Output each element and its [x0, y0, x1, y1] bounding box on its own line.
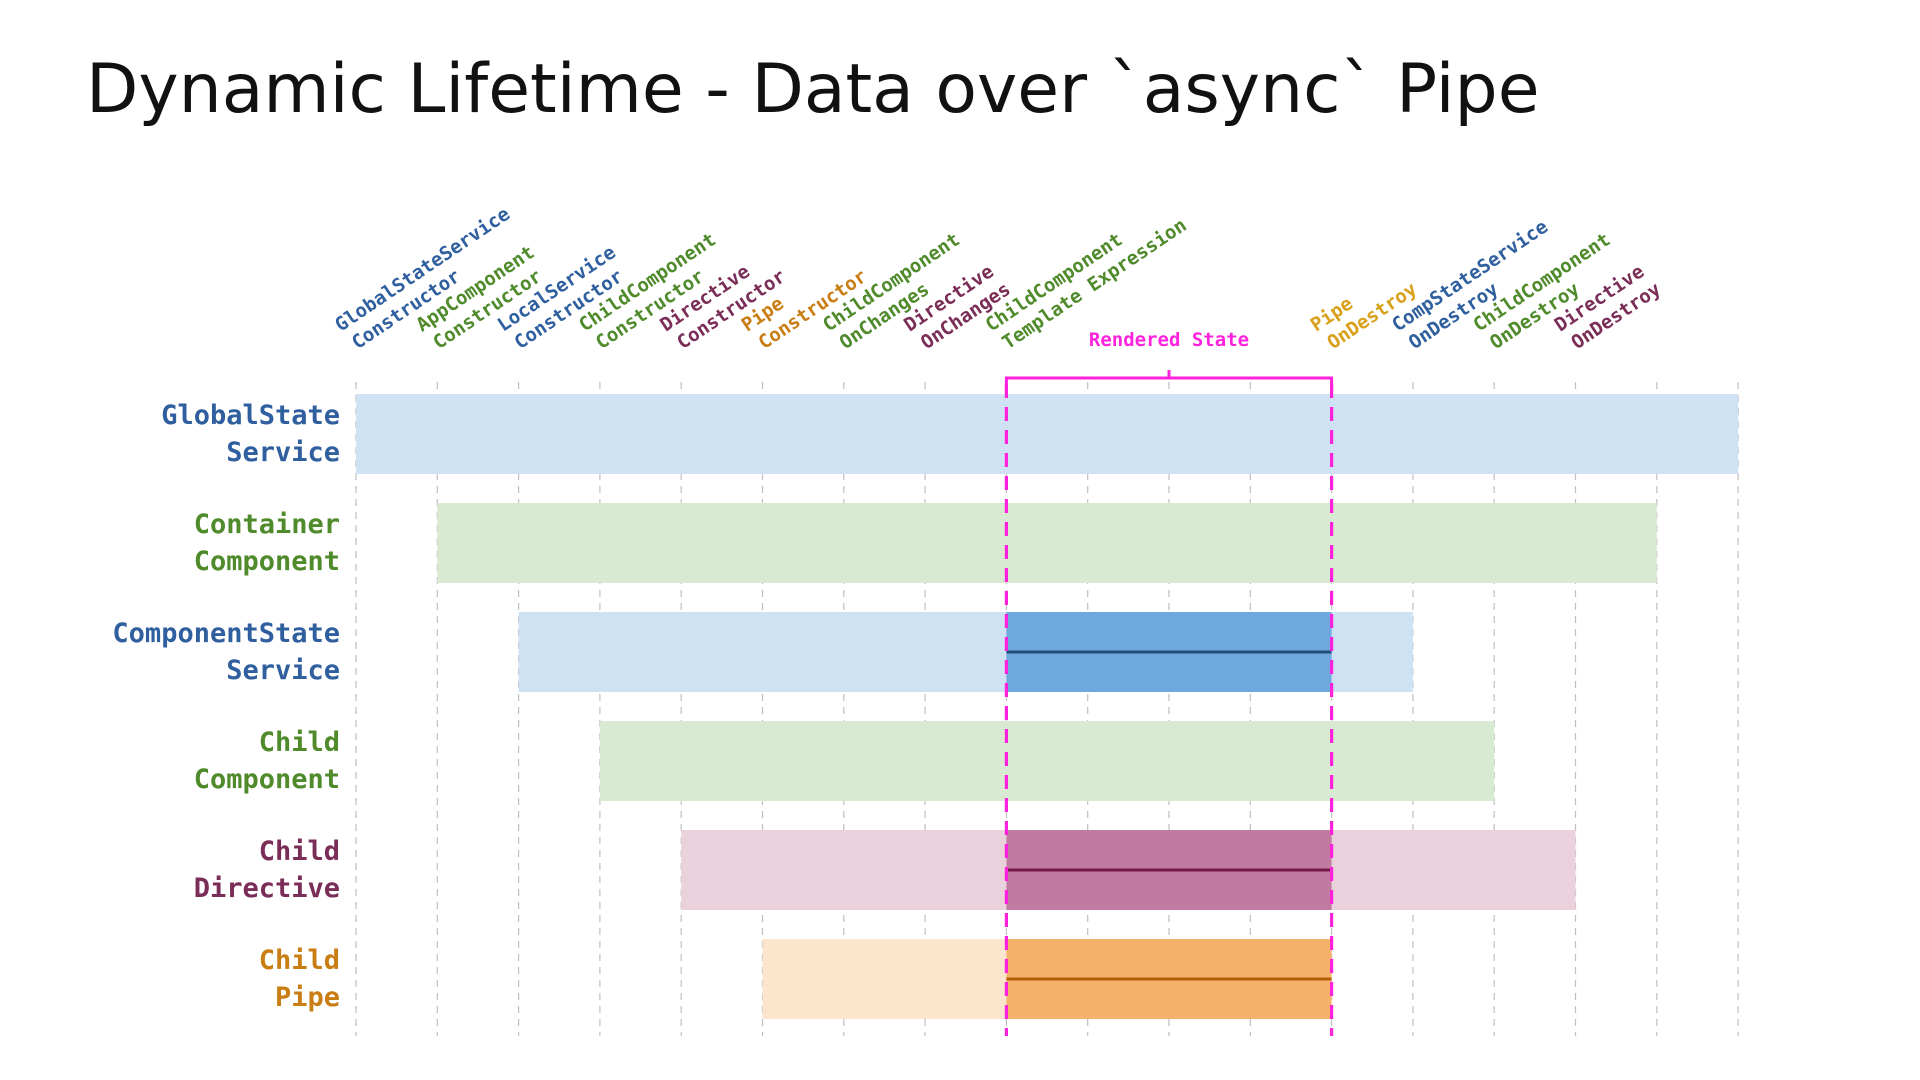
- lifetime-bar: [599, 721, 1495, 801]
- lifetime-row: ChildComponent: [194, 721, 1495, 801]
- row-label-line1: Container: [194, 509, 340, 540]
- row-label-line1: ComponentState: [112, 618, 340, 649]
- lifetime-rows: GlobalStateServiceContainerComponentComp…: [112, 394, 1739, 1019]
- lifetime-bar: [437, 503, 1657, 583]
- lifetime-row: GlobalStateService: [161, 394, 1739, 474]
- row-label-line1: GlobalState: [161, 400, 340, 431]
- lifetime-bar: [356, 394, 1739, 474]
- row-label-line2: Service: [226, 655, 340, 686]
- gridlines: [355, 382, 1739, 1036]
- rendered-state-bracket: Rendered State: [1004, 329, 1334, 1036]
- row-label-line2: Service: [226, 437, 340, 468]
- row-label-line2: Component: [194, 546, 340, 577]
- row-label-line2: Directive: [194, 873, 340, 904]
- row-label-line1: Child: [259, 727, 340, 758]
- event-labels: GlobalStateServiceConstructorAppComponen…: [331, 203, 1665, 354]
- row-label-line1: Child: [259, 836, 340, 867]
- slide-title: Dynamic Lifetime - Data over `async` Pip…: [86, 50, 1540, 129]
- row-label-line2: Pipe: [275, 982, 340, 1013]
- rendered-state-label: Rendered State: [1089, 329, 1249, 351]
- row-label-line1: Child: [259, 945, 340, 976]
- row-label-line2: Component: [194, 764, 340, 795]
